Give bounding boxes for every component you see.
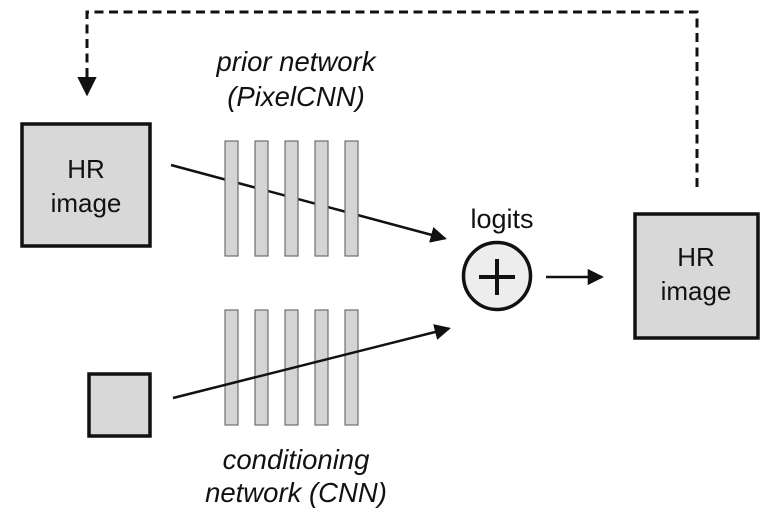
prior-network-input-arrow — [170, 163, 447, 243]
prior-network-label-line1: prior network — [216, 46, 377, 77]
feedback-dashed-arrow — [77, 10, 699, 187]
hr-input-label-line2: image — [51, 188, 122, 218]
prior-network-label-line2: (PixelCNN) — [227, 81, 365, 112]
plus-icon — [479, 259, 515, 295]
prior-network-layer-bar — [224, 140, 239, 257]
prior-network-layer-bar — [284, 140, 299, 257]
conditioning-network-layer-bar — [314, 309, 329, 426]
conditioning-network-layer-bar — [254, 309, 269, 426]
conditioning-network-label-line2: network (CNN) — [205, 477, 387, 508]
prior-network-label: prior network (PixelCNN) — [216, 46, 377, 112]
hr-output-image-node: HR image — [633, 212, 760, 340]
hr-input-label-line1: HR — [67, 154, 105, 184]
prior-network-layer-bar — [254, 140, 269, 257]
hr-output-label-line2: image — [661, 276, 732, 306]
conditioning-network-input-arrow — [172, 324, 451, 400]
prior-network-layer-bar — [344, 140, 359, 257]
conditioning-network-layer-bar — [344, 309, 359, 426]
hr-input-image-node: HR image — [20, 122, 152, 248]
conditioning-network-label: conditioning network (CNN) — [205, 444, 387, 508]
logits-label: logits — [470, 204, 533, 234]
hr-output-box — [633, 212, 760, 340]
hr-input-box — [20, 122, 152, 248]
hr-output-label-line1: HR — [677, 242, 715, 272]
conditioning-network-bars — [224, 309, 359, 426]
sum-node: + — [461, 240, 533, 312]
prior-network-bars — [224, 140, 359, 257]
prior-network-layer-bar — [314, 140, 329, 257]
conditioning-network-layer-bar — [224, 309, 239, 426]
conditioning-network-label-line1: conditioning — [223, 444, 370, 475]
lr-input-image-box — [87, 372, 152, 438]
